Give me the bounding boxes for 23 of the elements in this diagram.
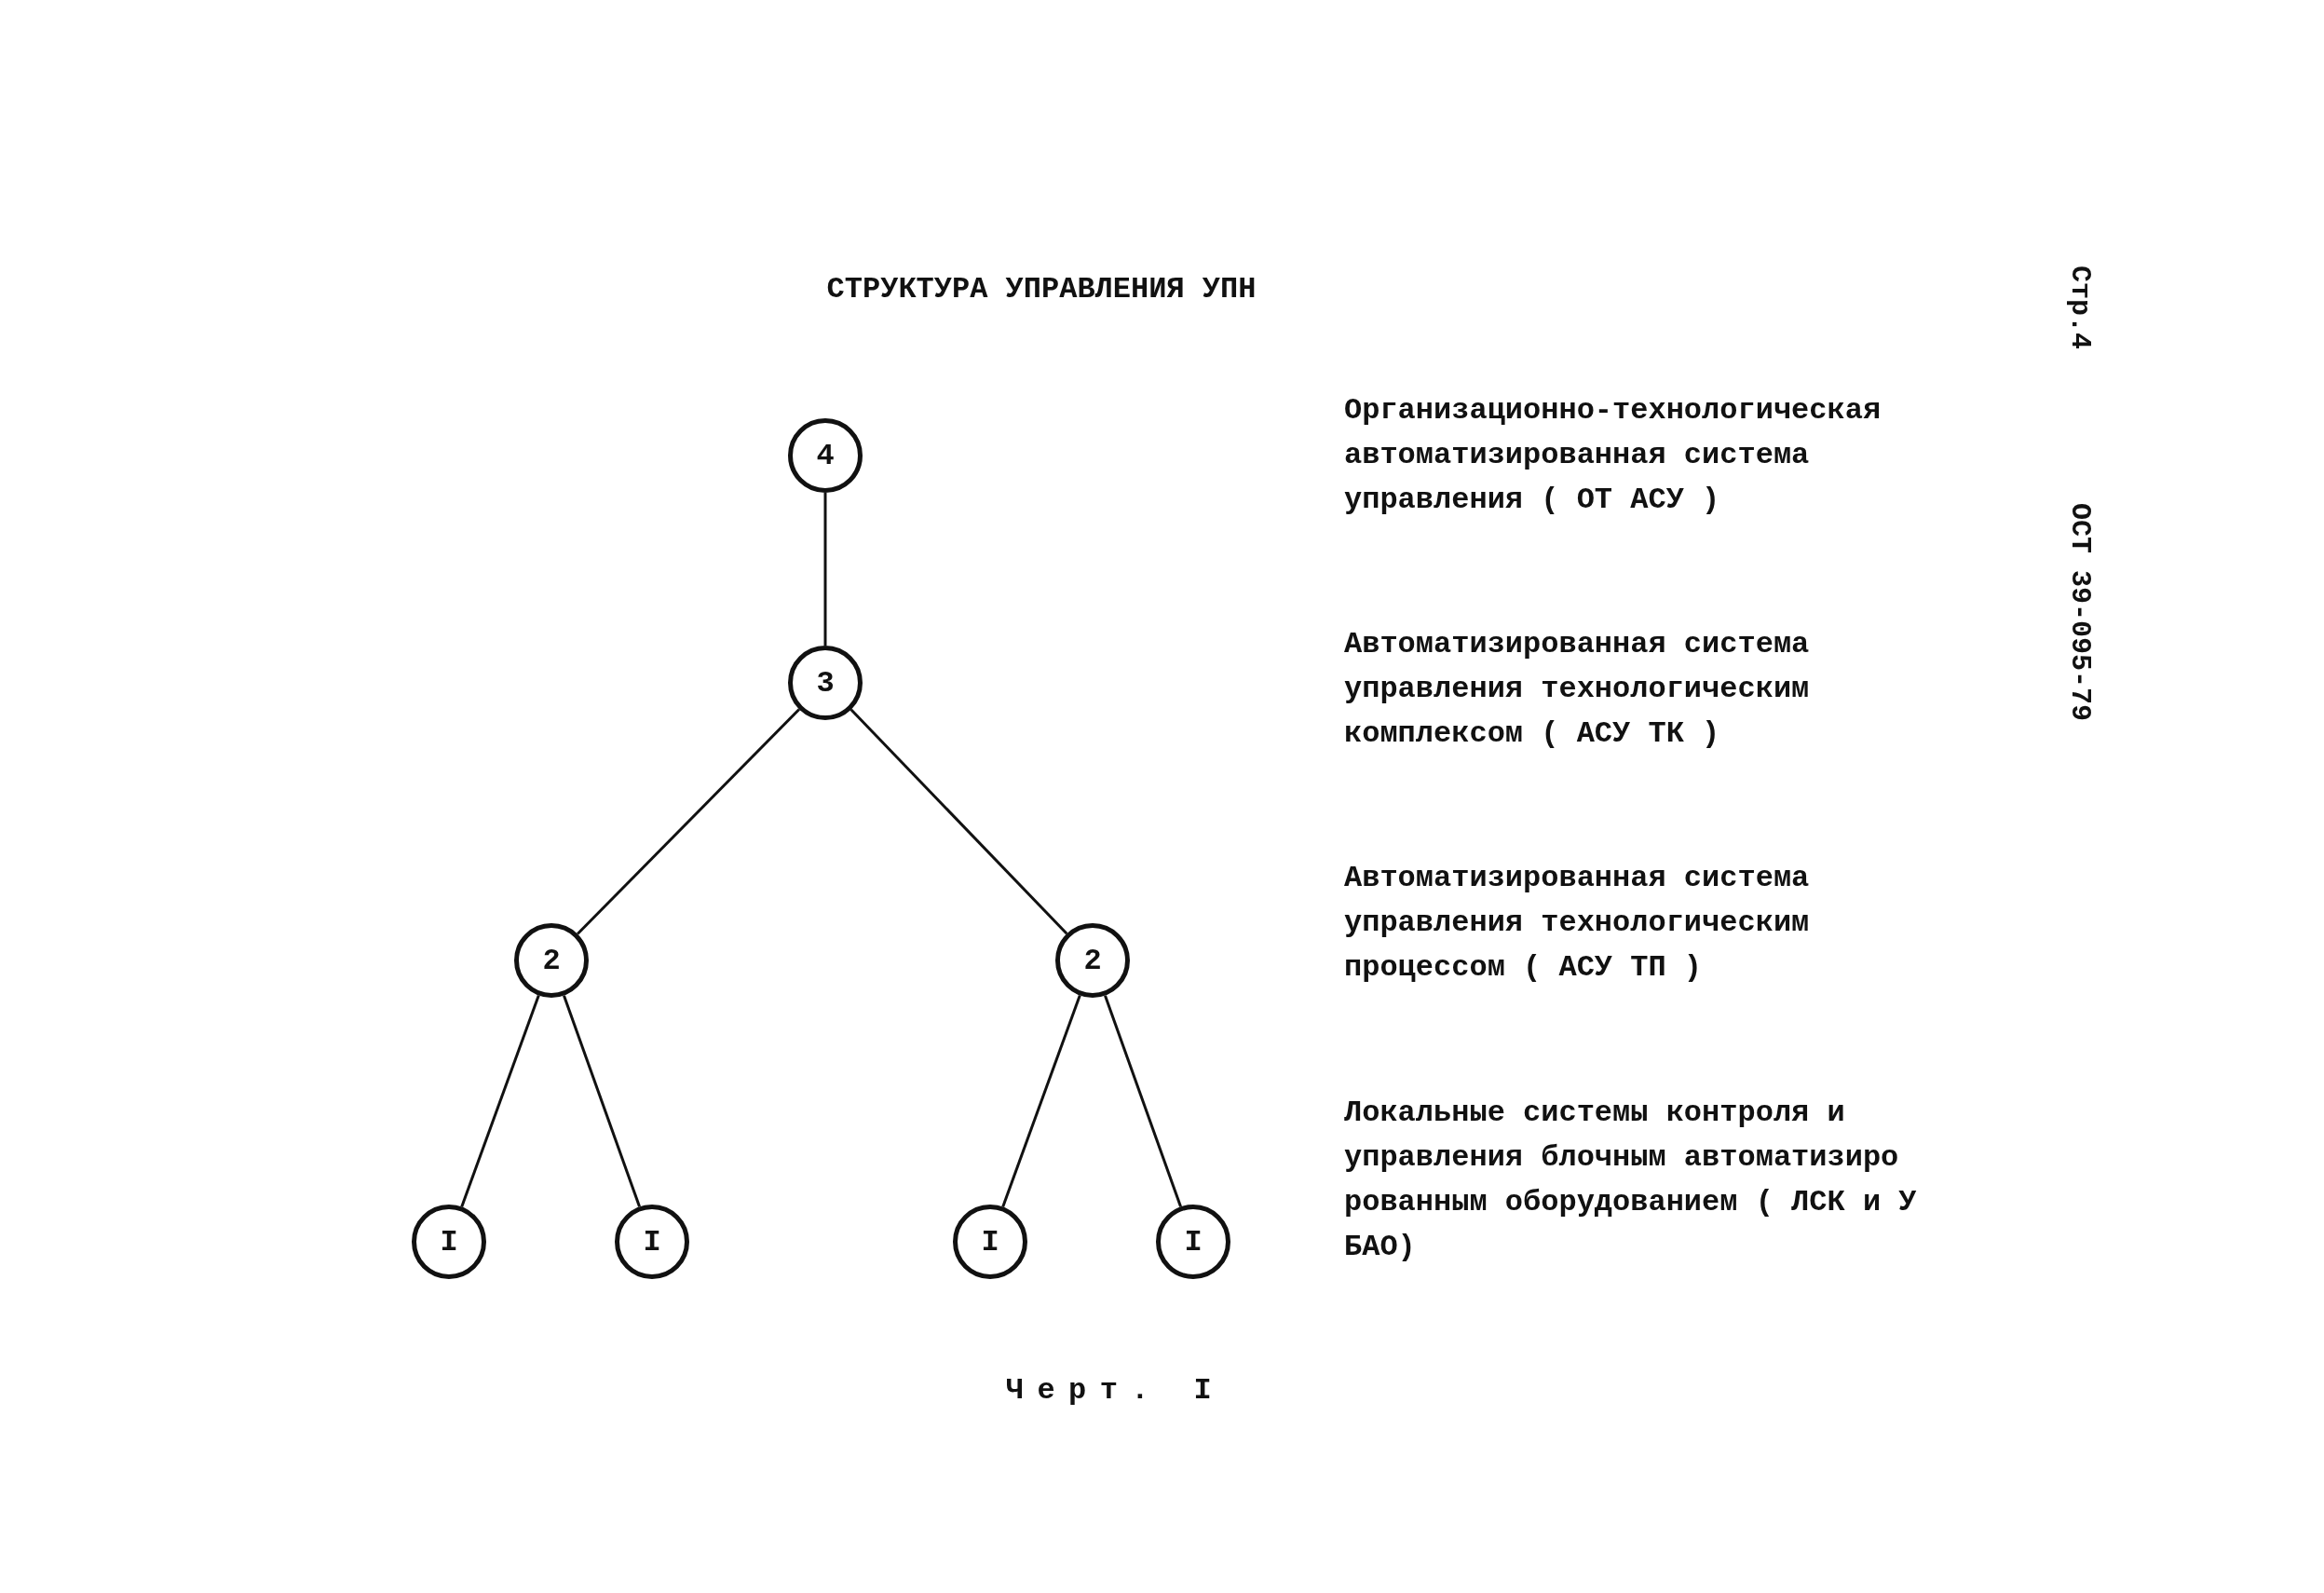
level-description: Локальные системы контроля и управления блочным автоматизиро рованным оборудованием ( ЛСК и У БАО) (1344, 1095, 1918, 1266)
level-description: Организационно-технологическая автоматизированная система управления ( ОТ АСУ ) (1344, 392, 1882, 519)
page-reference: ОСТ 39-095-79 (2064, 503, 2096, 722)
connector-line (563, 995, 641, 1207)
level-number: I (440, 1224, 458, 1259)
connector-line (577, 708, 800, 935)
level-description: Автоматизированная система управления технологическим процессом ( АСУ ТП ) (1344, 860, 1811, 987)
connector-line (1001, 995, 1081, 1207)
connector-line (460, 995, 540, 1207)
level-description: Автоматизированная система управления технологическим комплексом ( АСУ ТК ) (1344, 626, 1811, 753)
level-number: I (981, 1224, 999, 1259)
connector-line (1104, 995, 1182, 1207)
level-number: I (643, 1224, 661, 1259)
connector-line (823, 493, 827, 646)
level-number: 4 (816, 438, 835, 473)
figure-caption: Черт. I (1004, 1373, 1227, 1408)
level-circle (788, 646, 863, 720)
level-number: 2 (1083, 943, 1102, 978)
connector-line (849, 708, 1068, 935)
level-number: 3 (816, 665, 835, 701)
page-reference: Стр.4 (2064, 266, 2096, 349)
level-number: I (1184, 1224, 1203, 1259)
level-number: 2 (542, 943, 561, 978)
